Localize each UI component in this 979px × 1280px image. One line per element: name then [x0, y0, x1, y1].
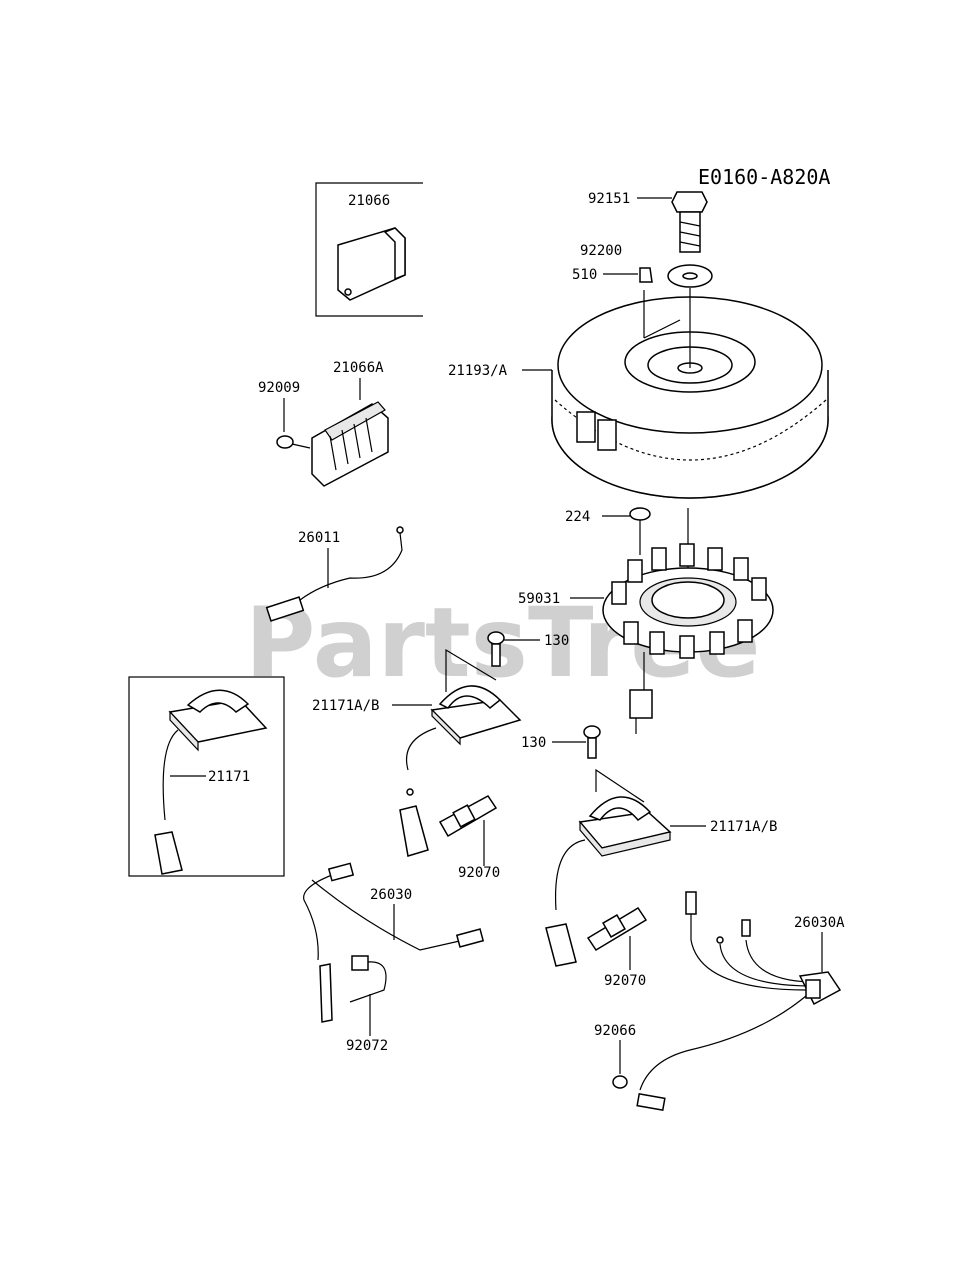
- label-510: 510: [572, 267, 597, 283]
- label-92200: 92200: [580, 243, 622, 259]
- label-21066A: 21066A: [333, 360, 384, 376]
- spark-plug-92070-lower[interactable]: [586, 906, 648, 952]
- label-26030: 26030: [370, 887, 412, 903]
- harness-26030[interactable]: [303, 862, 485, 1023]
- spark-plug-92070-upper[interactable]: [438, 795, 498, 838]
- label-21171AB-lower: 21171A/B: [710, 819, 777, 835]
- label-130-lower: 130: [521, 735, 546, 751]
- label-92151: 92151: [588, 191, 630, 207]
- regulator-21066A[interactable]: [311, 401, 389, 487]
- clamp-92066[interactable]: [612, 1075, 628, 1089]
- label-92070-lower: 92070: [604, 973, 646, 989]
- stator-59031[interactable]: [602, 543, 774, 659]
- label-21171AB-upper: 21171A/B: [312, 698, 379, 714]
- label-224: 224: [565, 509, 590, 525]
- label-21193A: 21193/A: [448, 363, 508, 379]
- washer-92200[interactable]: [667, 264, 713, 288]
- harness-26030A[interactable]: [636, 891, 842, 1112]
- label-59031: 59031: [518, 591, 560, 607]
- regulator-21066[interactable]: [337, 227, 406, 301]
- label-130-upper: 130: [544, 633, 569, 649]
- regulator-box-21066: [315, 182, 423, 317]
- label-21171: 21171: [208, 769, 250, 785]
- bolt-130-upper[interactable]: [487, 631, 505, 667]
- coil-box-21171: [128, 676, 285, 877]
- terminal-92072[interactable]: [349, 955, 387, 1003]
- ignition-coil-21171[interactable]: [154, 689, 268, 875]
- lead-wire-26011[interactable]: [265, 526, 404, 622]
- leader-key-2: [643, 319, 681, 339]
- plug-cap-upper[interactable]: [399, 788, 429, 857]
- label-92070-upper: 92070: [458, 865, 500, 881]
- diagram-id: E0160-A820A: [698, 165, 830, 189]
- leader-coil-upper-mount: [445, 648, 497, 692]
- label-92066: 92066: [594, 1023, 636, 1039]
- screw-92009[interactable]: [276, 435, 311, 449]
- ignition-coil-upper[interactable]: [406, 685, 522, 771]
- key-510[interactable]: [639, 267, 653, 283]
- label-26011: 26011: [298, 530, 340, 546]
- screw-224[interactable]: [629, 507, 651, 555]
- ignition-coil-lower[interactable]: [545, 796, 672, 967]
- bolt-130-lower[interactable]: [583, 725, 601, 759]
- leader-coil-lower-mount: [595, 768, 645, 803]
- bolt-92151[interactable]: [671, 191, 708, 253]
- label-92009: 92009: [258, 380, 300, 396]
- label-21066: 21066: [348, 193, 390, 209]
- stator-connector[interactable]: [629, 652, 653, 734]
- label-92072: 92072: [346, 1038, 388, 1054]
- label-26030A: 26030A: [794, 915, 845, 931]
